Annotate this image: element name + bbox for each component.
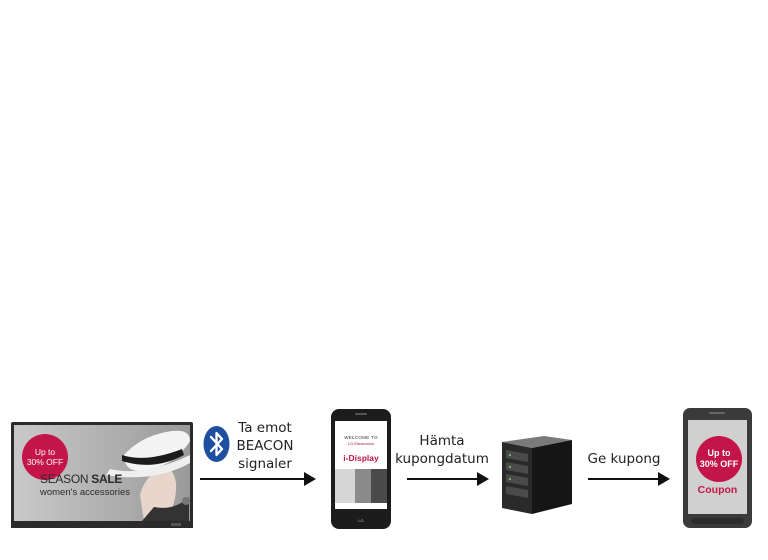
app-tiles (335, 469, 387, 503)
badge-line-2: 30% OFF (26, 457, 64, 467)
signage-bottom-bezel (11, 522, 193, 528)
phone-logo: LG (358, 518, 364, 523)
step-receive-beacon-label: Ta emot BEACON signaler (230, 419, 300, 473)
coupon-badge: Up to 30% OFF (696, 436, 742, 482)
smartphone-coupon: Up to 30% OFF Coupon (683, 408, 752, 528)
bluetooth-icon (203, 426, 230, 462)
app-welcome-text: WELCOME TO (344, 435, 378, 440)
step2-line-2: kupongdatum (395, 451, 489, 467)
sale-title: SEASON SALE (40, 472, 122, 486)
coupon-screen: Up to 30% OFF Coupon (688, 420, 747, 514)
arrow-server-to-phone (588, 472, 670, 486)
server-icon (502, 436, 572, 514)
phone2-bottom-edge (691, 518, 744, 524)
smartphone-app: WELCOME TO LG Electronics i-Display LG (331, 409, 391, 529)
step3-line-1: Ge kupong (587, 451, 661, 467)
coupon-line-1: Up to (707, 448, 731, 458)
signage-screen: Up to 30% OFF SEASON SALE women's access… (14, 425, 190, 521)
app-name: i-Display (343, 453, 379, 463)
arrow-phone-to-server (407, 472, 489, 486)
badge-line-1: Up to (34, 447, 56, 457)
app-brand-text: LG Electronics (347, 441, 374, 446)
discount-badge: Up to 30% OFF (22, 434, 68, 480)
step-fetch-coupon-label: Hämta kupongdatum (394, 432, 490, 468)
app-tile-1 (335, 469, 355, 503)
step-give-coupon-label: Ge kupong (585, 450, 663, 468)
app-tile-2 (355, 469, 371, 503)
coupon-word: Coupon (697, 484, 738, 496)
phone-speaker (355, 413, 367, 415)
step2-line-1: Hämta (419, 433, 465, 449)
digital-signage-display: Up to 30% OFF SEASON SALE women's access… (11, 422, 193, 528)
step1-line-2: BEACON (236, 438, 294, 454)
app-screen: WELCOME TO LG Electronics i-Display (335, 421, 387, 509)
sale-title-plain: SEASON (40, 472, 92, 486)
sale-subtitle: women's accessories (40, 487, 130, 498)
arrow-signage-to-phone (200, 472, 316, 486)
coupon-line-2: 30% OFF (699, 459, 739, 469)
step1-line-3: signaler (238, 456, 292, 472)
phone2-speaker (709, 412, 725, 414)
app-tile-3 (371, 469, 387, 503)
sale-title-bold: SALE (91, 472, 123, 486)
step1-line-1: Ta emot (238, 420, 292, 436)
